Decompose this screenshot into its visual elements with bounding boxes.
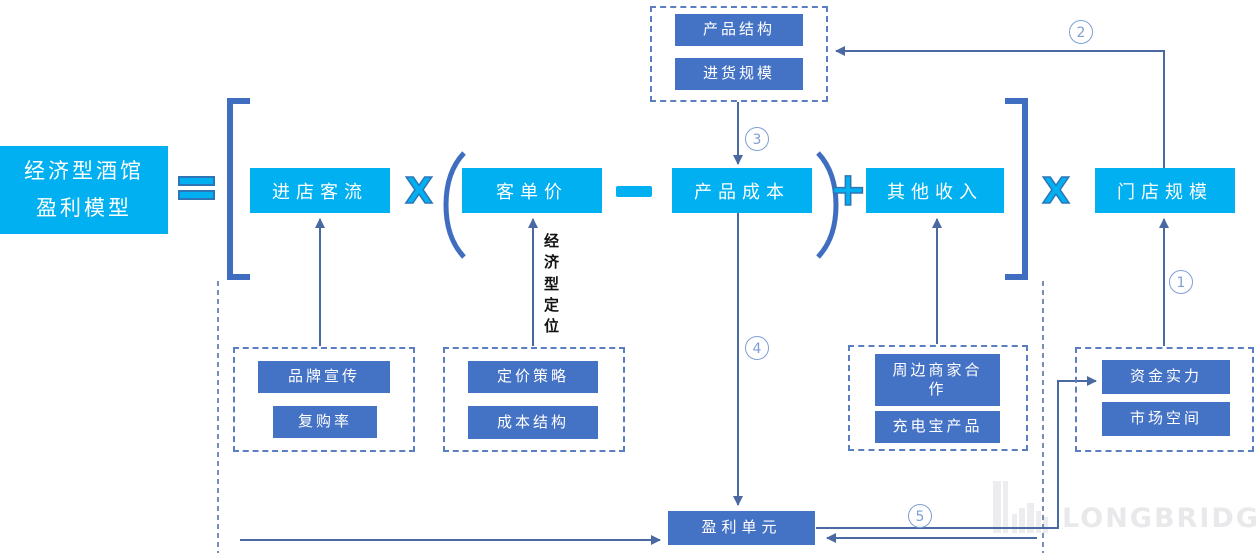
equals-icon [178,176,215,186]
price-box: 客单价 [462,168,602,213]
watermark-skyline-bar [993,481,1001,533]
merchant-coop-box: 周边商家合作 [875,354,1000,406]
brand-promotion-box: 品牌宣传 [258,361,390,393]
model-title-line2: 盈利模型 [36,196,132,220]
bracket-open [227,98,250,280]
watermark-skyline-bar [1036,511,1041,533]
multiply-glyph: X [1042,171,1070,212]
watermark-skyline-bar [1019,508,1025,533]
multiply-icon: X [1041,170,1071,212]
step-3-badge: 3 [745,127,769,151]
other-income-box: 其他收入 [866,168,1004,213]
arrow-store-scale-to-product-group [835,46,1165,168]
watermark-skyline-bar [1003,481,1008,533]
capital-strength-box: 资金实力 [1102,360,1230,394]
watermark-skyline-bar [1027,503,1034,533]
step-5-badge: 5 [908,504,932,528]
profit-unit-box: 盈利单元 [668,511,815,545]
step-4-badge: 4 [745,336,769,360]
minus-icon [616,186,652,197]
step-2-badge: 2 [1069,20,1093,44]
step-1-badge: 1 [1169,270,1193,294]
bracket-close [1005,98,1028,280]
cost-structure-box: 成本结构 [468,406,598,439]
market-space-box: 市场空间 [1102,402,1230,436]
watermark-logo-text: LONGBRIDGE [1062,503,1256,534]
watermark-skyline-bar [1043,517,1048,533]
purchase-scale-box: 进货规模 [675,58,803,90]
price-drivers-frame [443,347,625,452]
store-scale-box: 门店规模 [1095,168,1235,213]
product-group-frame [650,6,828,102]
powerbank-box: 充电宝产品 [875,411,1000,443]
model-title-box: 经济型酒馆 盈利模型 [0,146,168,234]
watermark-skyline-bar [1012,514,1017,533]
model-title-line1: 经济型酒馆 [24,159,144,184]
multiply-icon: X [404,170,434,212]
plus-icon: + [828,164,868,216]
plus-glyph: + [829,164,868,216]
product-structure-box: 产品结构 [675,14,803,46]
repurchase-rate-box: 复购率 [273,406,377,438]
cost-box: 产品成本 [672,168,812,213]
multiply-glyph: X [405,171,433,212]
positioning-note: 经济型定位 [544,232,560,336]
traffic-box: 进店客流 [250,168,390,213]
store-scale-drivers-frame [1075,347,1254,452]
equals-icon [178,190,215,200]
other-income-drivers-frame [848,345,1028,451]
pricing-strategy-box: 定价策略 [468,361,598,393]
traffic-drivers-frame [233,347,415,452]
